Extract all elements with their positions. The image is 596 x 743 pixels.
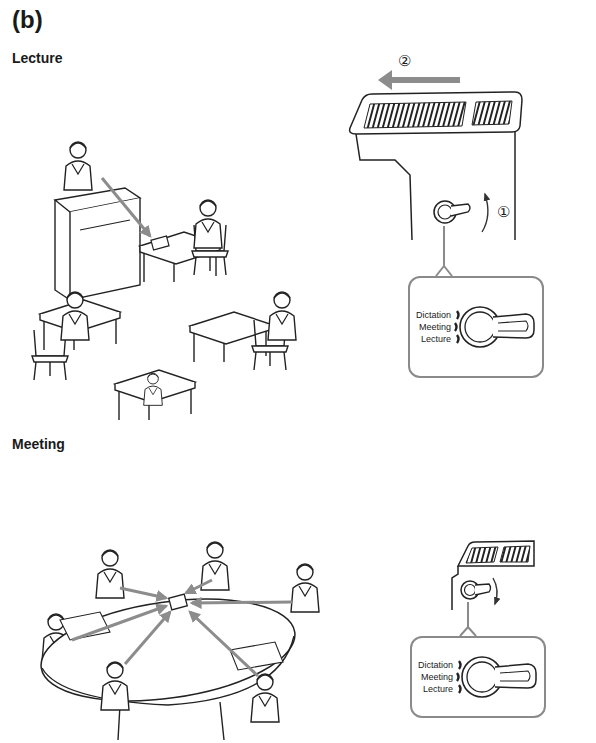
- switch-callout: DictationMeetingLecture: [408, 276, 544, 378]
- recorder-device: [350, 70, 522, 276]
- mode-label: Meeting: [418, 671, 453, 683]
- mode-labels: DictationMeetingLecture: [418, 659, 453, 695]
- mode-label: Meeting: [416, 321, 451, 333]
- recorder-device: [452, 541, 534, 636]
- switch-callout: DictationMeetingLecture: [410, 636, 546, 718]
- lecture-scene: [32, 142, 296, 420]
- mode-label: Dictation: [416, 309, 451, 321]
- mode-labels: DictationMeetingLecture: [416, 309, 451, 345]
- callout-number: ①: [497, 203, 510, 221]
- mode-label: Lecture: [418, 683, 453, 695]
- mode-label: Dictation: [418, 659, 453, 671]
- section-heading: Lecture: [12, 50, 63, 66]
- mode-label: Lecture: [416, 333, 451, 345]
- meeting-scene: [35, 542, 319, 740]
- callout-number: ②: [398, 52, 411, 70]
- section-heading: Meeting: [12, 436, 65, 452]
- figure-title: (b): [12, 6, 43, 34]
